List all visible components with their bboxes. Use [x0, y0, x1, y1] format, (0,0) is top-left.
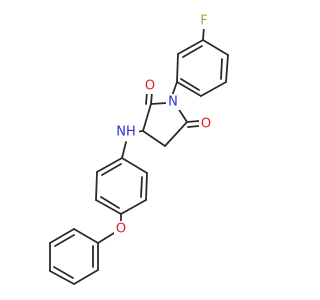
- ether-oxygen-atom: O: [116, 222, 126, 237]
- bond: [53, 266, 74, 279]
- bond: [177, 39, 204, 55]
- atom-labels: F N O O NH O: [114, 13, 213, 237]
- bond: [180, 78, 200, 91]
- bond: [121, 141, 127, 159]
- bond: [187, 125, 200, 128]
- bond: [54, 234, 75, 247]
- bond: [145, 172, 148, 201]
- carbonyl-oxygen-right-label-bg: [199, 116, 213, 132]
- bond: [73, 228, 99, 244]
- bond: [142, 130, 166, 147]
- imide-nitrogen-atom: N: [168, 95, 178, 110]
- bond: [97, 232, 115, 244]
- molecule-canvas: F N O O NH O: [49, 13, 229, 285]
- bond: [140, 176, 143, 198]
- bond: [100, 196, 120, 209]
- bond: [176, 81, 202, 97]
- bond: [49, 270, 75, 285]
- carbonyl-oxygen-right-atom: O: [201, 117, 211, 132]
- bond: [164, 121, 188, 147]
- bond: [120, 199, 147, 215]
- bond: [171, 81, 178, 97]
- imide-nitrogen-label-bg: [166, 94, 180, 110]
- bonds: [49, 25, 229, 285]
- bond: [96, 157, 123, 173]
- bond: [202, 39, 229, 56]
- bond: [142, 103, 152, 132]
- bond: [220, 58, 223, 80]
- bond: [150, 102, 168, 105]
- bond: [49, 228, 75, 244]
- bond: [176, 53, 179, 83]
- bond: [182, 45, 203, 58]
- bond: [177, 107, 188, 123]
- bond: [73, 269, 99, 285]
- bond: [225, 54, 229, 83]
- carbonyl-oxygen-top-label-bg: [143, 78, 157, 94]
- bond: [95, 199, 122, 215]
- fluorine-atom: F: [200, 14, 207, 29]
- bond: [186, 120, 200, 123]
- ether-oxygen-label-bg: [114, 221, 128, 237]
- bond: [121, 157, 148, 174]
- fluorine-label-bg: [197, 13, 211, 29]
- amine-nh-atom: NH: [116, 125, 136, 140]
- carbonyl-oxygen-top-atom: O: [145, 79, 155, 94]
- structure-drawing: F N O O NH O: [49, 13, 229, 285]
- bond: [95, 171, 98, 201]
- bond: [101, 163, 122, 176]
- bond: [200, 81, 227, 97]
- amine-label-bg: [115, 124, 139, 140]
